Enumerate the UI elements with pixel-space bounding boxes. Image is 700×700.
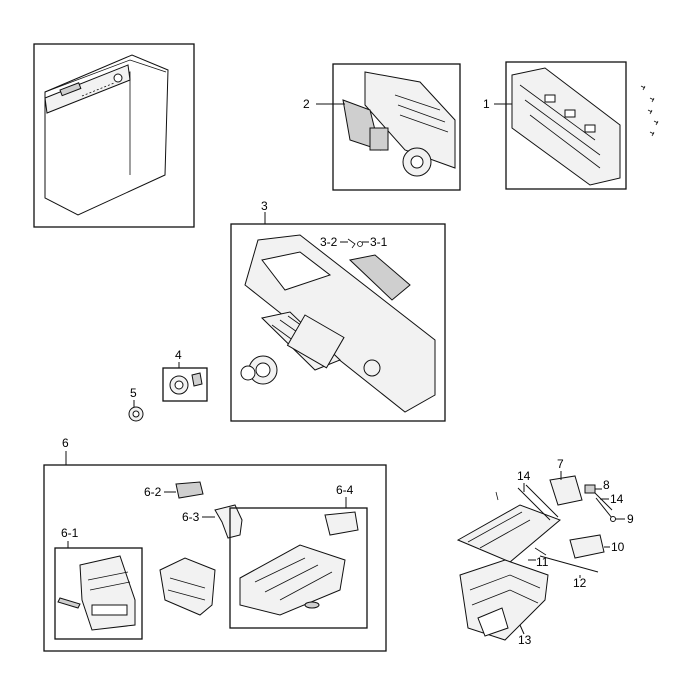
- dispenser-group-frame: [43, 464, 387, 652]
- callout-14-left: 14: [517, 469, 531, 483]
- drawer-plug: [304, 601, 320, 609]
- knob-assembly-frame: [162, 367, 208, 402]
- callout-10: 10: [611, 540, 625, 554]
- panel-frame-frame: [505, 61, 627, 190]
- pcb-connector: [369, 127, 389, 151]
- sensor-10: [569, 534, 605, 559]
- callout-12: 12: [573, 576, 587, 590]
- dispenser-tray-group: [229, 507, 368, 629]
- drawer-handle-group: [54, 547, 143, 640]
- callout-3: 3: [261, 199, 268, 213]
- dispenser-box-assembly: [456, 475, 616, 641]
- callout-14-right: 14: [610, 492, 624, 506]
- callout-6-1: 6-1: [61, 526, 79, 540]
- clip-3-2: [357, 241, 363, 247]
- washer-control-strip: [44, 64, 131, 114]
- screw-icon: [640, 85, 646, 91]
- connector-8: [584, 484, 596, 494]
- screws-group: [640, 85, 659, 137]
- detergent-opening: [261, 251, 332, 291]
- callout-5: 5: [130, 386, 137, 400]
- knob-assembly-group: [162, 367, 208, 402]
- softener-cup-6-4: [324, 511, 359, 536]
- washer-overview: [33, 43, 195, 228]
- bracket-14-left: [517, 487, 551, 521]
- dispenser-cover: [456, 504, 561, 563]
- clip-11: [534, 547, 547, 556]
- callout-6-3: 6-3: [182, 510, 200, 524]
- callout-6: 6: [62, 436, 69, 450]
- guide-6-3: [214, 504, 243, 539]
- callout-13: 13: [518, 633, 532, 647]
- hose-9: [595, 497, 613, 519]
- panel-frame: [511, 67, 621, 186]
- screw-icon: [649, 97, 655, 103]
- panel-frame-group: [505, 61, 627, 190]
- pcb-board: [364, 71, 456, 169]
- drawer-handle-panel: [79, 555, 136, 631]
- callout-7: 7: [557, 457, 564, 471]
- control-panel-group: [230, 223, 446, 422]
- drawer-handle-frame: [54, 547, 143, 640]
- callout-3-2: 3-2: [320, 235, 338, 249]
- water-valve-7: [549, 475, 583, 506]
- drawer-pin: [57, 597, 81, 609]
- screw-icon: [495, 491, 499, 501]
- callout-11: 11: [536, 555, 549, 569]
- dispenser-housing-left: [159, 557, 216, 616]
- knob-shaft: [191, 372, 203, 387]
- callout-1: 1: [483, 97, 490, 111]
- callout-2: 2: [303, 97, 310, 111]
- screw-icon: [647, 109, 653, 115]
- dispenser-tray-frame: [229, 507, 368, 629]
- knob-ring: [240, 365, 256, 381]
- callout-6-2: 6-2: [144, 485, 162, 499]
- display-window: [286, 314, 345, 369]
- screw-icon: [653, 120, 659, 126]
- drawer-grip: [91, 604, 128, 616]
- pcb-assembly-frame: [332, 63, 461, 191]
- dispenser-drawer: [239, 544, 346, 616]
- pcb-assembly-group: [332, 63, 461, 191]
- control-panel-frame: [230, 223, 446, 422]
- panel-knob-seat: [363, 359, 381, 377]
- callout-3-1: 3-1: [370, 235, 388, 249]
- screw-icon: [649, 131, 655, 137]
- washer-overview-frame: [33, 43, 195, 228]
- washer-knob: [113, 73, 123, 83]
- control-board-3-1: [348, 254, 411, 301]
- siphon-cap-6-2: [175, 481, 204, 499]
- rod-12: [539, 555, 599, 573]
- callout-6-4: 6-4: [336, 483, 354, 497]
- clip-3-1: [347, 238, 356, 249]
- callout-9: 9: [627, 512, 634, 526]
- callout-8: 8: [603, 478, 610, 492]
- callout-4: 4: [175, 348, 182, 362]
